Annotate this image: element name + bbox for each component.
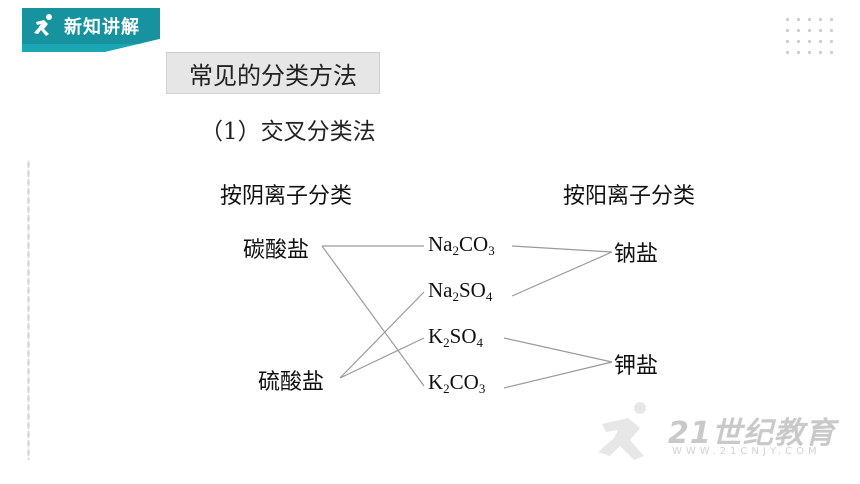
watermark-url: WWW.21CNJY.COM [672,446,821,457]
watermark-logo-icon [598,402,646,460]
compound-subscript: 3 [478,381,486,396]
link-carbonate-k2co3 [321,245,425,387]
link-sulfate-k2so4 [339,337,425,379]
compound-radical: CO [449,370,479,394]
compound-radical: SO [449,324,477,348]
compound-subscript: 2 [452,243,460,258]
link-sulfate-na2so4 [339,291,425,379]
left-dotted-line [27,160,30,460]
compound-subscript: 2 [443,335,450,350]
compound-na2co3: Na2CO3 [428,232,495,257]
compound-element: Na [428,278,453,302]
link-k2so4-potassium [503,337,613,363]
anion-group-sulfate: 硫酸盐 [258,370,325,395]
cation-column-heading: 按阳离子分类 [563,184,696,209]
link-k2co3-potassium [503,361,613,389]
compound-subscript: 4 [476,335,484,350]
section-title: 常见的分类方法 [166,52,380,94]
compound-radical: SO [459,278,486,302]
runner-icon [34,14,52,36]
cation-group-potassium: 钾盐 [614,354,659,379]
banner-title: 新知讲解 [64,17,140,38]
link-na2so4-sodium [511,251,613,297]
compound-radical: CO [459,232,489,256]
watermark-text: 21世纪教育 [668,416,836,451]
cation-group-sodium: 钠盐 [614,242,659,267]
anion-column-heading: 按阴离子分类 [220,184,353,209]
compound-subscript: 3 [488,243,495,258]
compound-element: K [428,370,444,394]
compound-subscript: 2 [452,289,460,304]
compound-k2co3: K2CO3 [428,370,485,395]
banner-inner: 新知讲解 [22,8,160,44]
dot-grid-decoration [782,14,838,58]
anion-group-carbonate: 碳酸盐 [243,238,310,263]
compound-subscript: 2 [443,381,450,396]
compound-k2so4: K2SO4 [428,324,483,349]
method-subtitle: （1）交叉分类法 [200,119,376,145]
compound-element: K [428,324,444,348]
compound-subscript: 4 [485,289,493,304]
section-banner: 新知讲解 [22,8,160,52]
link-na2co3-sodium [511,245,613,253]
compound-element: Na [428,232,453,256]
compound-na2so4: Na2SO4 [428,278,492,303]
